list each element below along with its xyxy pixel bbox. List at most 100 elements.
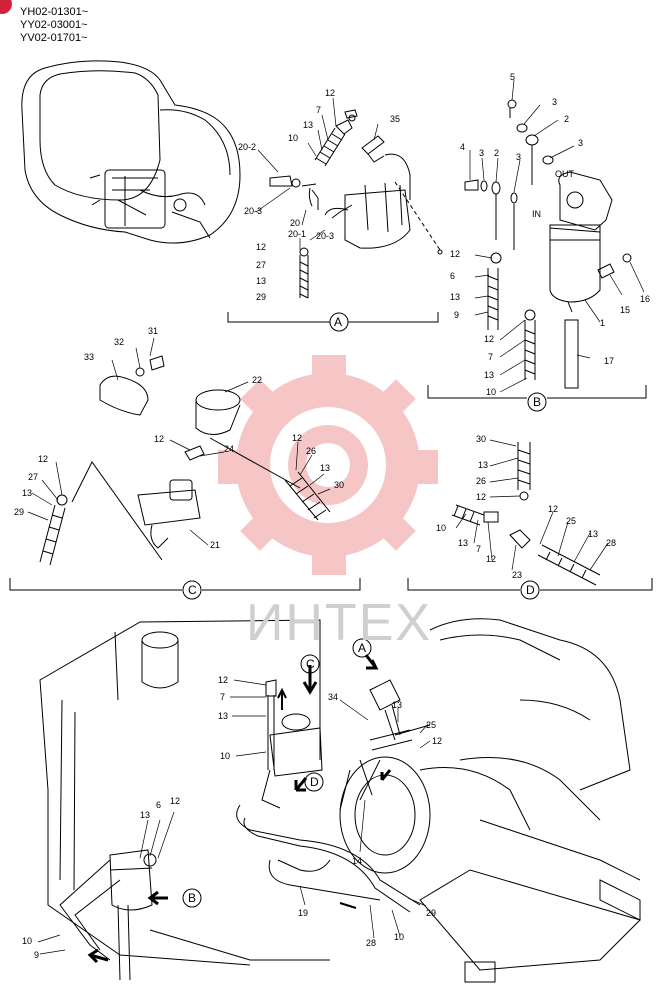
watermark-text: ИНТЕХ	[246, 594, 432, 652]
callout: 13	[450, 292, 460, 302]
ref-d: D	[310, 775, 319, 789]
callout: 1	[600, 318, 605, 328]
callout: 13	[392, 700, 402, 710]
callout: 10	[394, 932, 404, 942]
callout: 22	[252, 375, 262, 385]
callout: 15	[620, 305, 630, 315]
callout: 13	[140, 810, 150, 820]
detail-d	[407, 442, 653, 600]
callout: 34	[328, 692, 338, 702]
detail-c-callouts: 31 32 33 22 12 24 12 26 13 30 12 27 13 2…	[14, 326, 344, 550]
main-view-callouts: 12 7 13 10 34 13 25 12 14 13 6 12 10 9 1…	[22, 675, 442, 960]
callout: 20-1	[288, 229, 306, 239]
callout: 12	[256, 242, 266, 252]
callout: 10	[486, 387, 496, 397]
callout: 29	[14, 507, 24, 517]
callout: 10	[288, 133, 298, 143]
serial-number: YY02-03001~	[20, 19, 88, 31]
callout: 12	[218, 675, 228, 685]
callout: 3	[552, 97, 557, 107]
callout: 12	[450, 249, 460, 259]
ref-b: B	[188, 891, 196, 905]
callout: 13	[588, 529, 598, 539]
detail-a-callouts: 12 7 13 10 35 20-2 20-3 20 20-1 20-3 12 …	[238, 88, 400, 302]
callout: 30	[334, 480, 344, 490]
callout: 10	[220, 751, 230, 761]
watermark-gear-icon	[218, 355, 438, 575]
callout: 3	[479, 148, 484, 158]
callout: 14	[352, 856, 362, 866]
callout: 2	[494, 148, 499, 158]
detail-b	[427, 99, 647, 412]
callout: 12	[486, 554, 496, 564]
callout: 13	[320, 463, 330, 473]
section-b-label: B	[533, 395, 541, 409]
callout: OUT	[555, 169, 575, 179]
callout: 3	[578, 138, 583, 148]
callout: 7	[316, 105, 321, 115]
callout: 7	[476, 544, 481, 554]
section-c-label: C	[188, 583, 197, 597]
callout: 20-3	[244, 206, 262, 216]
serial-number: YH02-01301~	[20, 6, 89, 18]
callout: 5	[510, 72, 515, 82]
callout: 12	[432, 736, 442, 746]
callout: 27	[28, 472, 38, 482]
callout: 26	[476, 476, 486, 486]
serial-number: YV02-01701~	[20, 32, 88, 44]
callout: 12	[292, 433, 302, 443]
callout: 6	[156, 800, 161, 810]
section-d-label: D	[526, 583, 535, 597]
callout: 17	[604, 356, 614, 366]
callout: 12	[484, 334, 494, 344]
callout: 20	[290, 218, 300, 228]
callout: 4	[460, 142, 465, 152]
callout: 2	[564, 114, 569, 124]
callout: 28	[606, 538, 616, 548]
detail-b-callouts: 5 3 2 3 4 3 2 3 OUT IN 12 6 13 9 15 16 1…	[450, 72, 650, 397]
ref-a: A	[358, 641, 366, 655]
callout: 12	[38, 454, 48, 464]
callout: 19	[298, 908, 308, 918]
callout: 10	[22, 936, 32, 946]
callout: 13	[256, 276, 266, 286]
callout: 3	[516, 152, 521, 162]
callout: 12	[325, 88, 335, 98]
callout: 6	[450, 271, 455, 281]
callout: 30	[476, 434, 486, 444]
callout: 20-3	[316, 231, 334, 241]
callout: 24	[224, 444, 234, 454]
callout: 13	[458, 538, 468, 548]
callout: 9	[34, 950, 39, 960]
callout: 12	[154, 434, 164, 444]
callout: 13	[218, 711, 228, 721]
leader-lines	[27, 79, 645, 955]
callout: 12	[476, 492, 486, 502]
callout: 29	[256, 292, 266, 302]
ref-c: C	[306, 657, 315, 671]
callout: 32	[114, 337, 124, 347]
callout: 31	[148, 326, 158, 336]
callout: 16	[640, 294, 650, 304]
callout: 12	[548, 504, 558, 514]
callout: 33	[84, 352, 94, 362]
callout: 25	[566, 516, 576, 526]
callout: 21	[210, 540, 220, 550]
callout: 7	[488, 352, 493, 362]
callout: 13	[478, 460, 488, 470]
callout: 26	[306, 446, 316, 456]
callout: 13	[484, 370, 494, 380]
detail-d-callouts: 30 13 26 12 10 13 7 12 23 12 25 13 28	[436, 434, 616, 580]
callout: 9	[454, 310, 459, 320]
callout: 23	[512, 570, 522, 580]
callout: IN	[532, 209, 541, 219]
detail-a	[227, 109, 443, 332]
callout: 25	[426, 720, 436, 730]
callout: 7	[220, 692, 225, 702]
page-marker-badge	[0, 0, 12, 14]
callout: 27	[256, 260, 266, 270]
callout: 20-2	[238, 142, 256, 152]
callout: 35	[390, 114, 400, 124]
